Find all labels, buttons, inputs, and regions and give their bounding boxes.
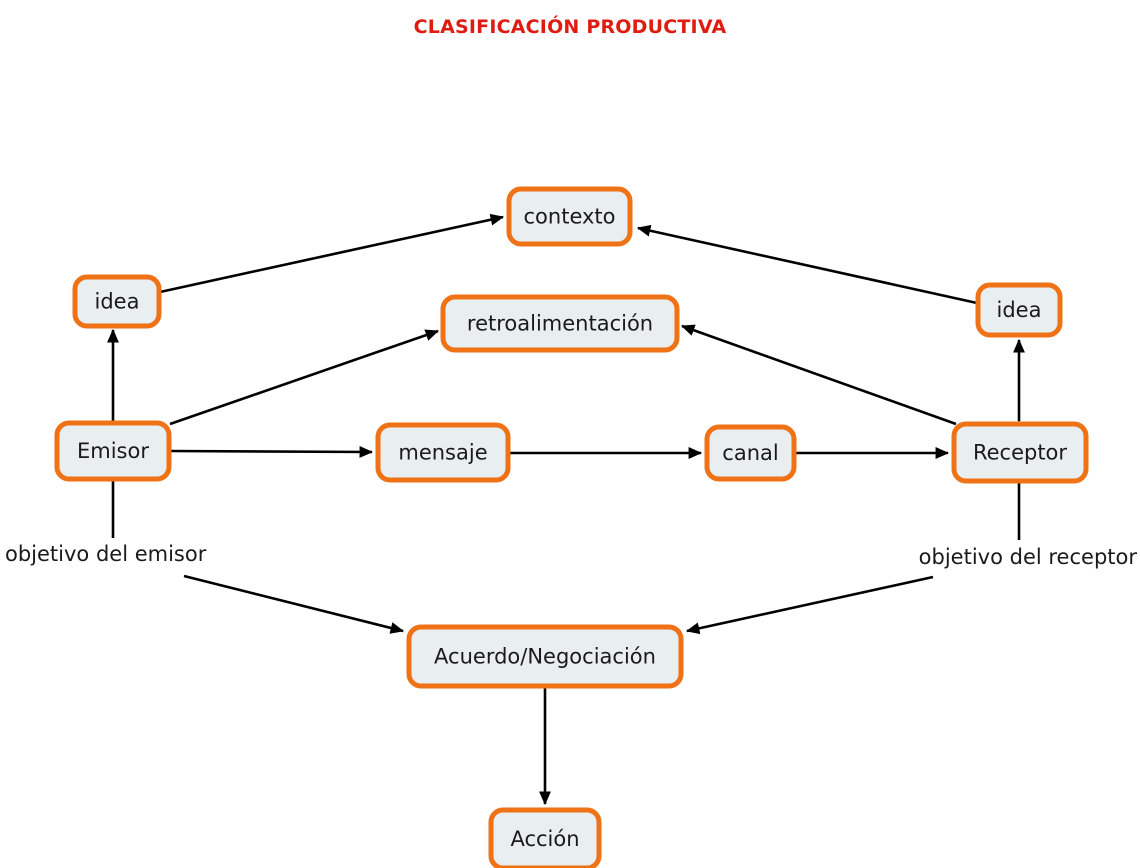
node-label-mensaje: mensaje [398, 441, 487, 465]
node-shape-retroalimentacion [440, 294, 680, 353]
free-labels-layer: objetivo del emisor objetivo del receptor [5, 542, 1137, 569]
node-accion[interactable]: Acción [488, 807, 602, 868]
node-label-emisor: Emisor [77, 439, 149, 463]
node-shape-idea-receptor [975, 282, 1063, 338]
node-shape-mensaje [375, 422, 511, 483]
node-shape-receptor [951, 421, 1089, 484]
node-contexto[interactable]: contexto [506, 186, 633, 247]
label-objetivo-emisor: objetivo del emisor [5, 542, 207, 566]
node-idea-receptor[interactable]: idea [975, 282, 1063, 338]
node-idea-emisor[interactable]: idea [72, 274, 162, 329]
node-shape-contexto [506, 186, 633, 247]
node-label-idea-receptor: idea [997, 298, 1042, 322]
page-title: CLASIFICACIÓN PRODUCTIVA [413, 16, 727, 38]
node-label-accion: Acción [510, 827, 579, 851]
node-label-idea-emisor: idea [95, 290, 140, 314]
edge-idea-receptor-to-contexto [636, 224, 978, 305]
node-canal[interactable]: canal [704, 424, 797, 482]
label-objetivo-receptor: objetivo del receptor [919, 545, 1138, 569]
node-label-acuerdo: Acuerdo/Negociación [434, 645, 656, 669]
node-label-contexto: contexto [524, 205, 616, 229]
node-label-retroalimentacion: retroalimentación [467, 312, 653, 336]
node-shape-canal [704, 424, 797, 482]
node-shape-emisor [54, 420, 172, 482]
edge-receptor-to-retroalimentacion [680, 324, 957, 426]
node-mensaje[interactable]: mensaje [375, 422, 511, 483]
node-receptor[interactable]: Receptor [951, 421, 1089, 484]
edge-objetivo-receptor-to-acuerdo [685, 575, 934, 635]
edge-objetivo-emisor-to-acuerdo [183, 574, 405, 634]
edge-emisor-to-mensaje [169, 445, 374, 458]
node-emisor[interactable]: Emisor [54, 420, 172, 482]
edge-idea-emisor-to-contexto [159, 213, 505, 294]
edge-emisor-to-retroalimentacion [169, 329, 440, 426]
node-shape-accion [488, 807, 602, 868]
node-retroalimentacion[interactable]: retroalimentación [440, 294, 680, 353]
edges-layer [107, 213, 1025, 806]
node-label-receptor: Receptor [973, 441, 1067, 465]
node-acuerdo[interactable]: Acuerdo/Negociación [406, 624, 684, 689]
node-label-canal: canal [722, 441, 778, 465]
node-shape-idea-emisor [72, 274, 162, 329]
node-shape-acuerdo [406, 624, 684, 689]
